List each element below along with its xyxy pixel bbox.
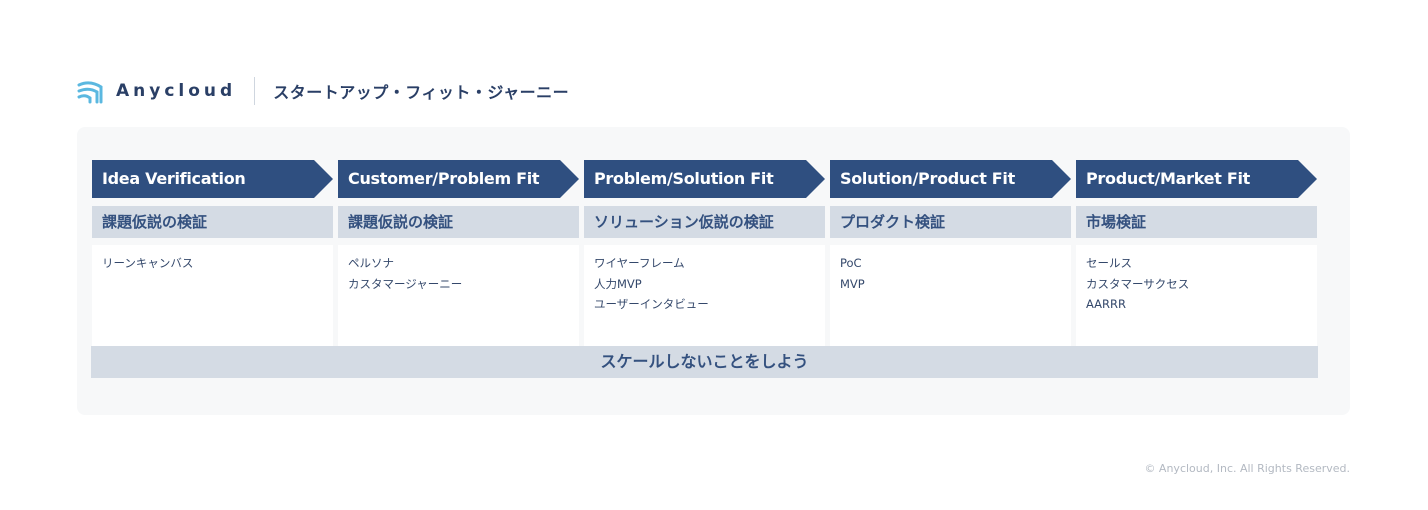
stage-subtitle: 課題仮説の検証 [92, 206, 333, 238]
stage-subtitle: ソリューション仮説の検証 [584, 206, 825, 238]
stage-subtitle: 課題仮説の検証 [338, 206, 579, 238]
list-item: ワイヤーフレーム [594, 256, 685, 270]
stage-subtitle: プロダクト検証 [830, 206, 1071, 238]
brand-name: Anycloud [116, 81, 237, 101]
list-item: カスタマージャーニー [348, 276, 463, 291]
list-item: ペルソナ [348, 256, 394, 270]
motto-banner: スケールしないことをしよう [91, 346, 1318, 378]
copyright-notice: © Anycloud, Inc. All Rights Reserved. [1144, 462, 1350, 475]
stage-chevron [1076, 160, 1317, 198]
stage-title: Product/Market Fit [1086, 169, 1250, 188]
header: Anycloud スタートアップ・フィット・ジャーニー [76, 74, 569, 108]
list-item: リーンキャンバス [102, 256, 194, 270]
stage-chevron [584, 160, 825, 198]
stage-chevron [338, 160, 579, 198]
journey-panel: Idea Verification 課題仮説の検証 リーンキャンバス Custo… [77, 127, 1350, 415]
list-item: AARRR [1086, 297, 1127, 311]
list-item: PoC [840, 256, 862, 270]
list-item: セールス [1086, 256, 1132, 270]
stage-subtitle: 市場検証 [1076, 206, 1317, 238]
list-item: カスタマーサクセス [1086, 276, 1190, 291]
page-title: スタートアップ・フィット・ジャーニー [273, 83, 570, 102]
stage-title: Problem/Solution Fit [594, 169, 774, 188]
stage-chevron [92, 160, 333, 198]
list-item: 人力MVP [594, 276, 642, 291]
stage-title: Solution/Product Fit [840, 169, 1015, 188]
list-item: MVP [840, 276, 865, 291]
stage-title: Customer/Problem Fit [348, 169, 540, 188]
anycloud-logo-icon [77, 81, 103, 104]
header-divider [254, 77, 256, 105]
list-item: ユーザーインタビュー [594, 297, 709, 311]
stage-title: Idea Verification [102, 169, 246, 188]
stage-chevron [830, 160, 1071, 198]
